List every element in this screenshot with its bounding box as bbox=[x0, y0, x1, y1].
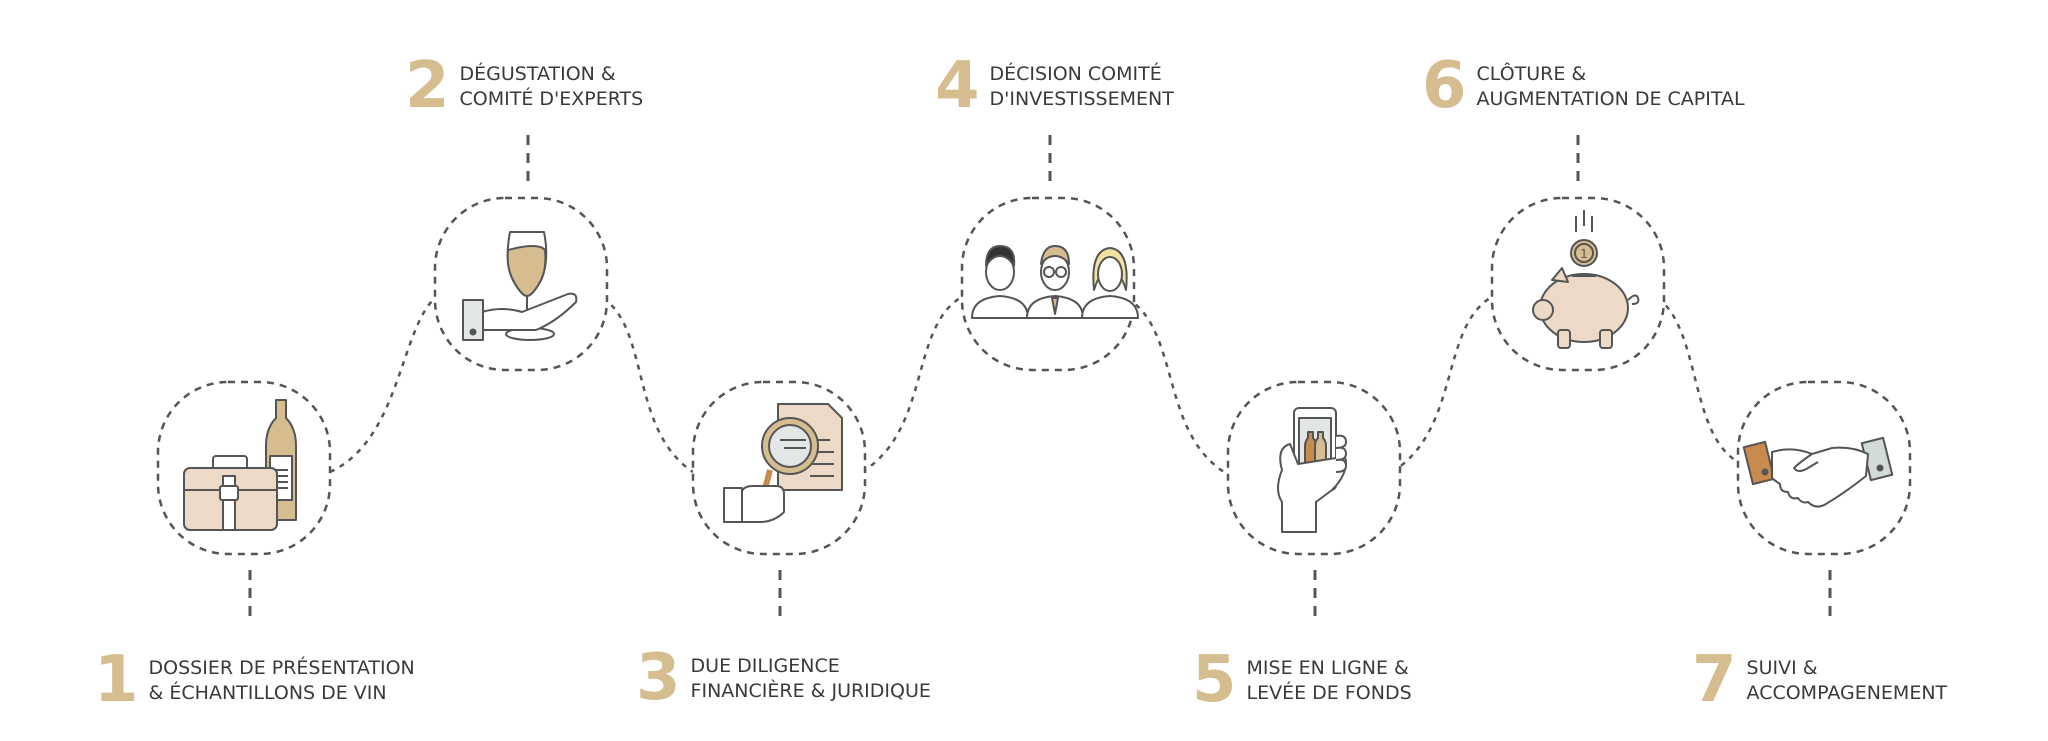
step-number-1: 1 bbox=[94, 643, 139, 717]
step-title-line1: DUE DILIGENCE bbox=[690, 655, 840, 677]
step-label-6: 6 CLÔTURE & AUGMENTATION DE CAPITAL bbox=[1422, 49, 1745, 123]
connector-4-5 bbox=[1126, 296, 1225, 474]
step-title-line1: DÉCISION COMITÉ bbox=[989, 63, 1162, 85]
committee-people-icon bbox=[971, 245, 1139, 319]
step-title-line1: DÉGUSTATION & bbox=[459, 63, 616, 85]
wine-glass-hand-icon bbox=[462, 231, 578, 341]
tick-lines bbox=[248, 135, 1832, 620]
svg-text:1: 1 bbox=[1580, 247, 1588, 261]
piggy-bank-coin-icon: 1 bbox=[1532, 210, 1640, 349]
step-number-2: 2 bbox=[405, 49, 450, 123]
connector-3-4 bbox=[861, 296, 961, 474]
step-title-line2: COMITÉ D'EXPERTS bbox=[459, 88, 644, 110]
connector-5-6 bbox=[1391, 296, 1491, 474]
step-label-1: 1 DOSSIER DE PRÉSENTATION & ÉCHANTILLONS… bbox=[94, 643, 415, 717]
step-label-3: 3 DUE DILIGENCE FINANCIÈRE & JURIDIQUE bbox=[636, 641, 931, 715]
step-text-4: DÉCISION COMITÉ D'INVESTISSEMENT bbox=[990, 56, 1174, 112]
step-text-5: MISE EN LIGNE & LEVÉE DE FONDS bbox=[1247, 650, 1412, 706]
step-title-line2: FINANCIÈRE & JURIDIQUE bbox=[690, 680, 931, 702]
step-number-7: 7 bbox=[1692, 643, 1737, 717]
connector-1-2 bbox=[329, 297, 436, 474]
step-title-line1: DOSSIER DE PRÉSENTATION bbox=[148, 657, 415, 679]
step-label-4: 4 DÉCISION COMITÉ D'INVESTISSEMENT bbox=[935, 49, 1174, 123]
step-title-line2: LEVÉE DE FONDS bbox=[1246, 682, 1412, 704]
connector-2-3 bbox=[602, 296, 694, 474]
step-number-4: 4 bbox=[935, 49, 980, 123]
step-text-7: SUIVI & ACCOMPAGENEMENT bbox=[1747, 650, 1948, 706]
step-text-2: DÉGUSTATION & COMITÉ D'EXPERTS bbox=[460, 56, 644, 112]
step-text-1: DOSSIER DE PRÉSENTATION & ÉCHANTILLONS D… bbox=[149, 650, 415, 706]
step-number-6: 6 bbox=[1422, 49, 1467, 123]
connector-path bbox=[329, 296, 1736, 474]
step-title-line2: D'INVESTISSEMENT bbox=[989, 88, 1174, 110]
step-title-line2: ACCOMPAGENEMENT bbox=[1746, 682, 1948, 704]
handshake-icon bbox=[1742, 436, 1894, 508]
step-title-line1: MISE EN LIGNE & bbox=[1246, 657, 1409, 679]
step-number-3: 3 bbox=[636, 641, 681, 715]
magnifier-document-icon bbox=[723, 403, 843, 523]
connector-6-7 bbox=[1657, 297, 1736, 462]
step-title-line2: & ÉCHANTILLONS DE VIN bbox=[148, 682, 387, 704]
step-title-line1: SUIVI & bbox=[1746, 657, 1818, 679]
step-frames bbox=[156, 196, 1912, 556]
step-title-line2: AUGMENTATION DE CAPITAL bbox=[1476, 88, 1745, 110]
step-text-6: CLÔTURE & AUGMENTATION DE CAPITAL bbox=[1477, 56, 1745, 112]
step-label-7: 7 SUIVI & ACCOMPAGENEMENT bbox=[1692, 643, 1948, 717]
briefcase-wine-bottle-icon bbox=[183, 399, 297, 531]
phone-in-hand-icon bbox=[1277, 407, 1347, 533]
step-label-5: 5 MISE EN LIGNE & LEVÉE DE FONDS bbox=[1192, 643, 1412, 717]
step-title-line1: CLÔTURE & bbox=[1476, 63, 1587, 85]
step-text-3: DUE DILIGENCE FINANCIÈRE & JURIDIQUE bbox=[691, 648, 931, 704]
step-label-2: 2 DÉGUSTATION & COMITÉ D'EXPERTS bbox=[405, 49, 644, 123]
step-number-5: 5 bbox=[1192, 643, 1237, 717]
